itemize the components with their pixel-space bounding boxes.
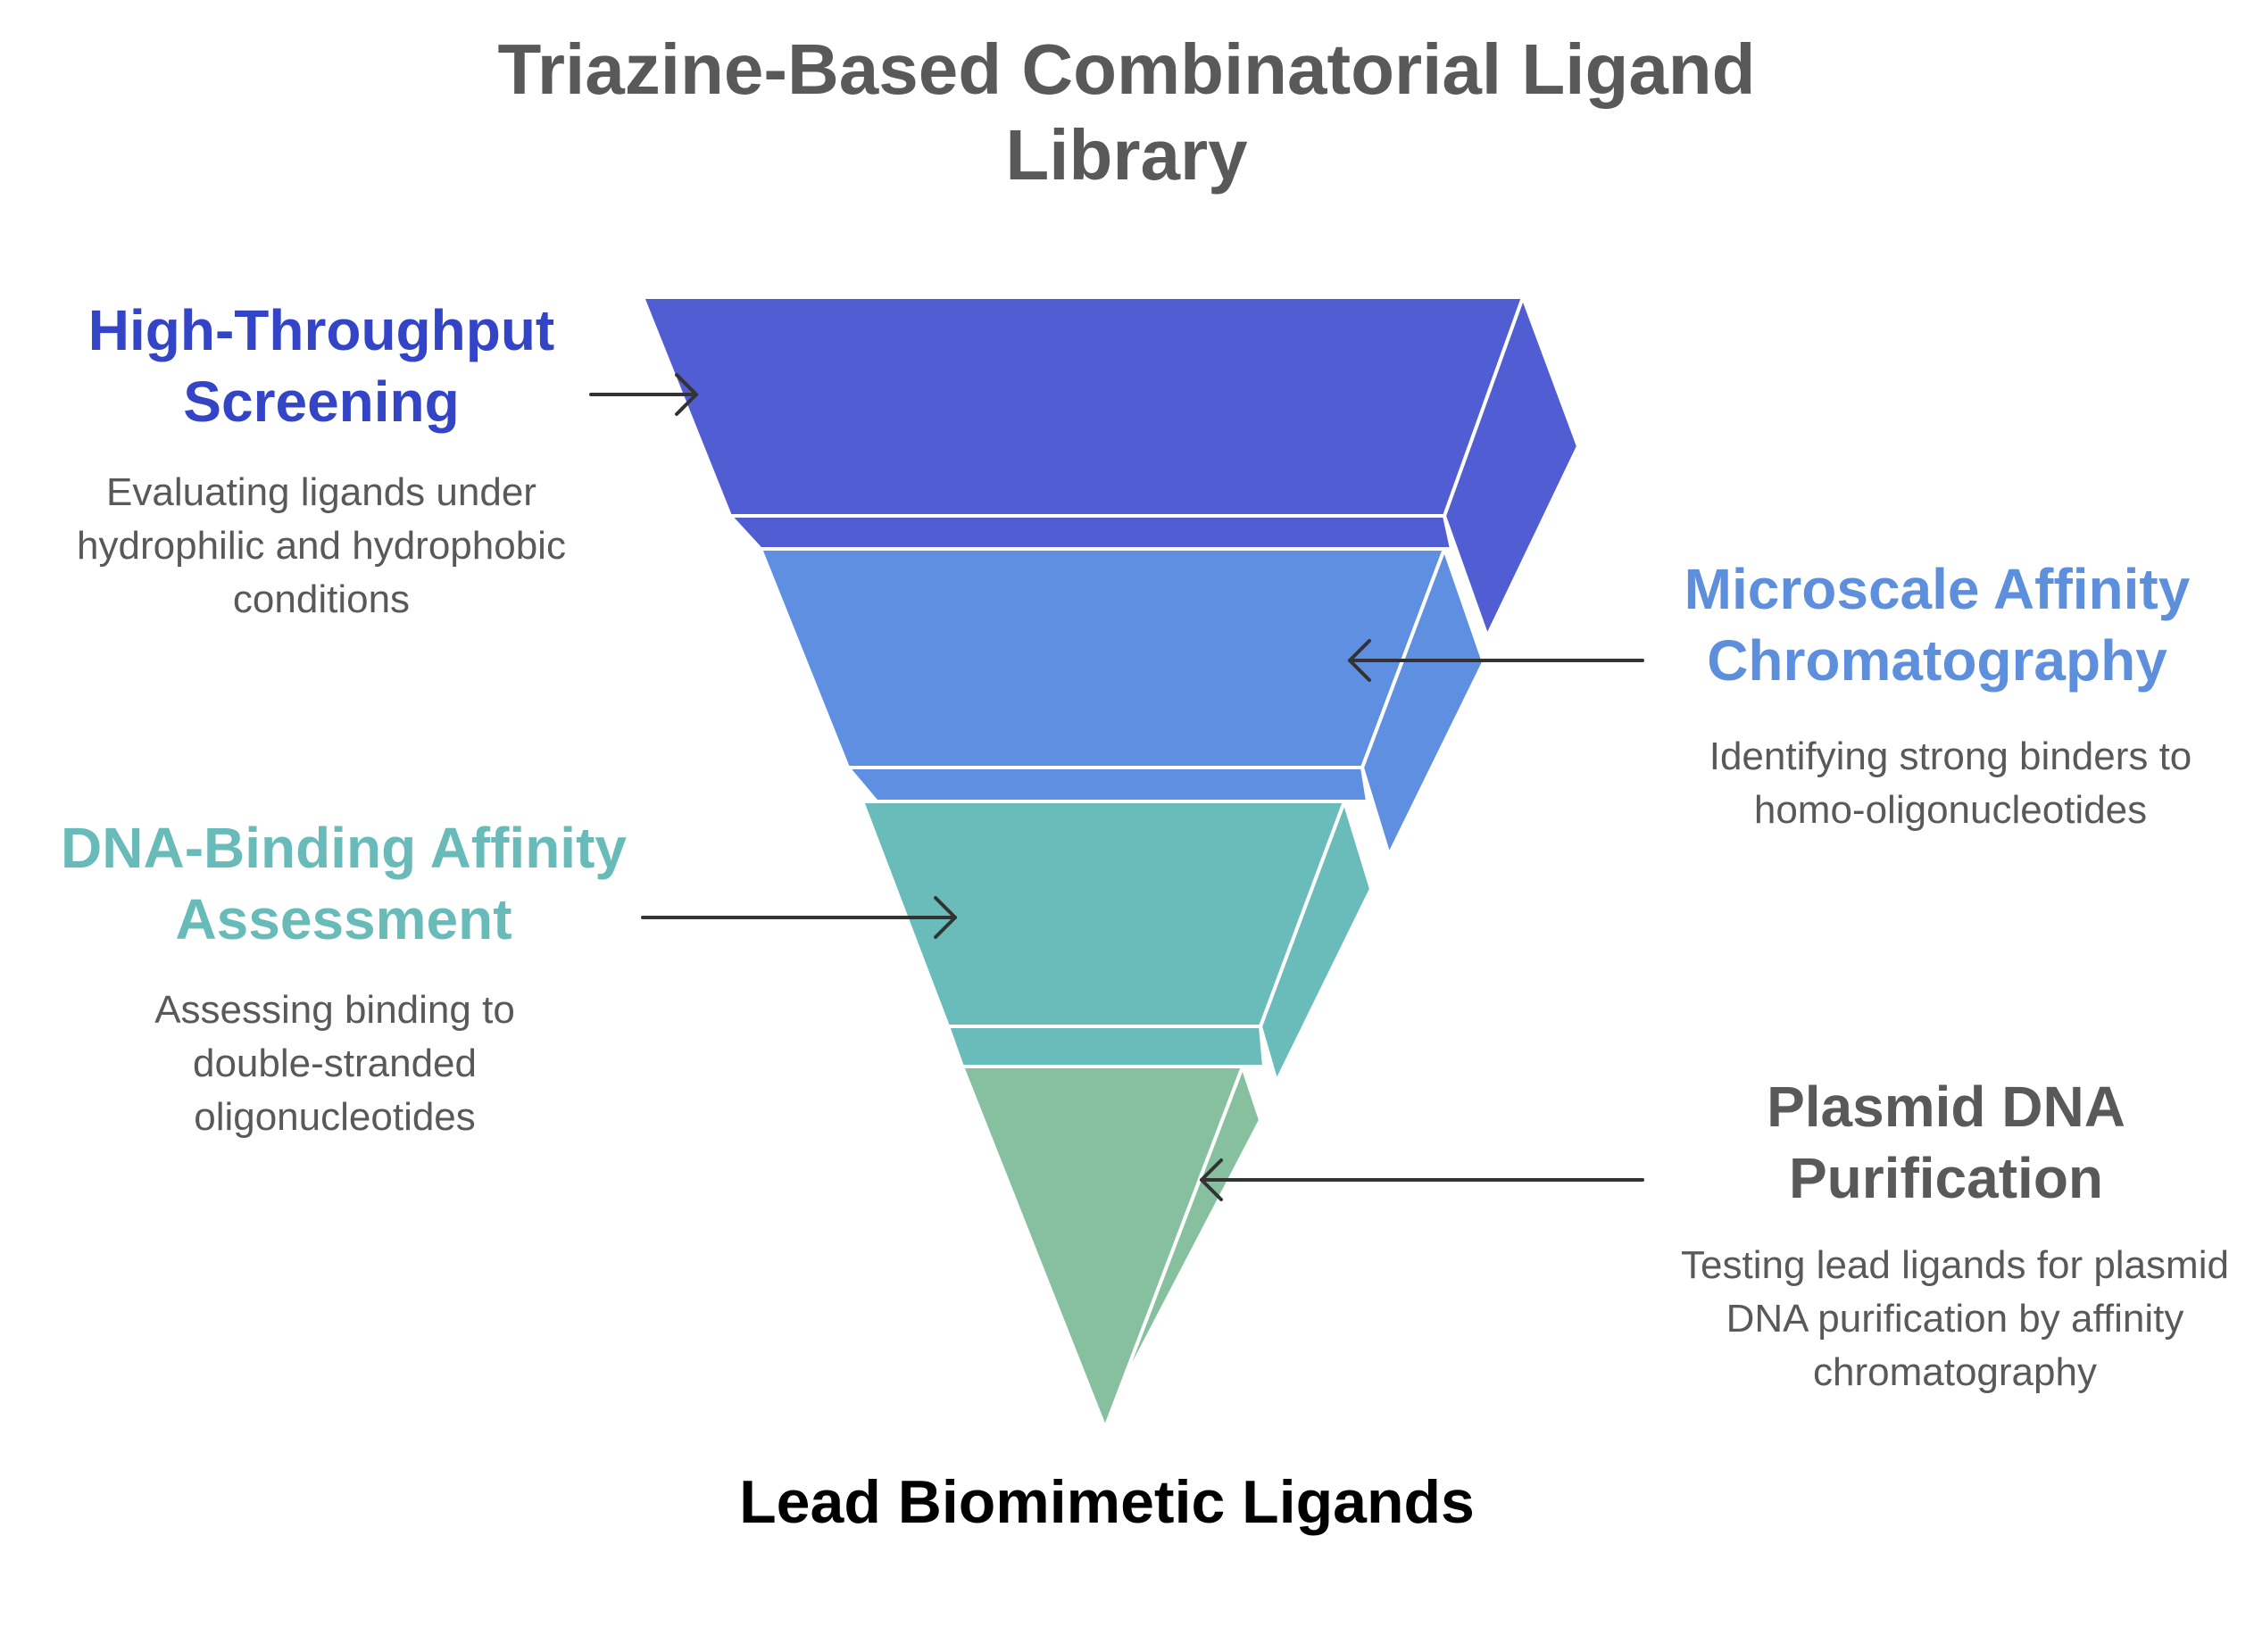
funnel-tier-2 (759, 547, 1485, 857)
diagram-title: Triazine-Based Combinatorial Ligand Libr… (497, 29, 1756, 195)
tier-2-connector (846, 766, 1369, 803)
arrow-1 (589, 373, 698, 416)
tier-1-connector (728, 514, 1453, 551)
tier-1-front (641, 295, 1525, 518)
stage-3-description: Assessing binding to double-stranded oli… (154, 988, 515, 1139)
stage-3-title: DNA-Binding Affinity Assessment (61, 816, 627, 951)
tier-3-connector (946, 1025, 1266, 1068)
stage-4-description: Testing lead ligands for plasmid DNA pur… (1681, 1243, 2229, 1394)
stage-1-title: High-Throughput Screening (87, 298, 555, 434)
tier-3-front (861, 800, 1346, 1028)
arrow-2 (1348, 639, 1644, 682)
funnel-tier-4 (961, 1065, 1262, 1430)
tier-2-front (759, 547, 1446, 769)
tier-4-front (961, 1065, 1244, 1430)
stage-1-description: Evaluating ligands under hydrophilic and… (77, 470, 566, 621)
stage-2-description: Identifying strong binders to homo-oligo… (1709, 735, 2192, 832)
arrow-4 (1200, 1158, 1644, 1201)
arrow-3 (641, 896, 957, 939)
stage-2-title: Microscale Affinity Chromatography (1684, 557, 2191, 693)
funnel-result-label: Lead Biomimetic Ligands (739, 1468, 1475, 1536)
funnel-tier-3 (861, 800, 1373, 1083)
funnel-tier-1 (641, 295, 1580, 638)
stage-4-title: Plasmid DNA Purification (1767, 1075, 2125, 1210)
